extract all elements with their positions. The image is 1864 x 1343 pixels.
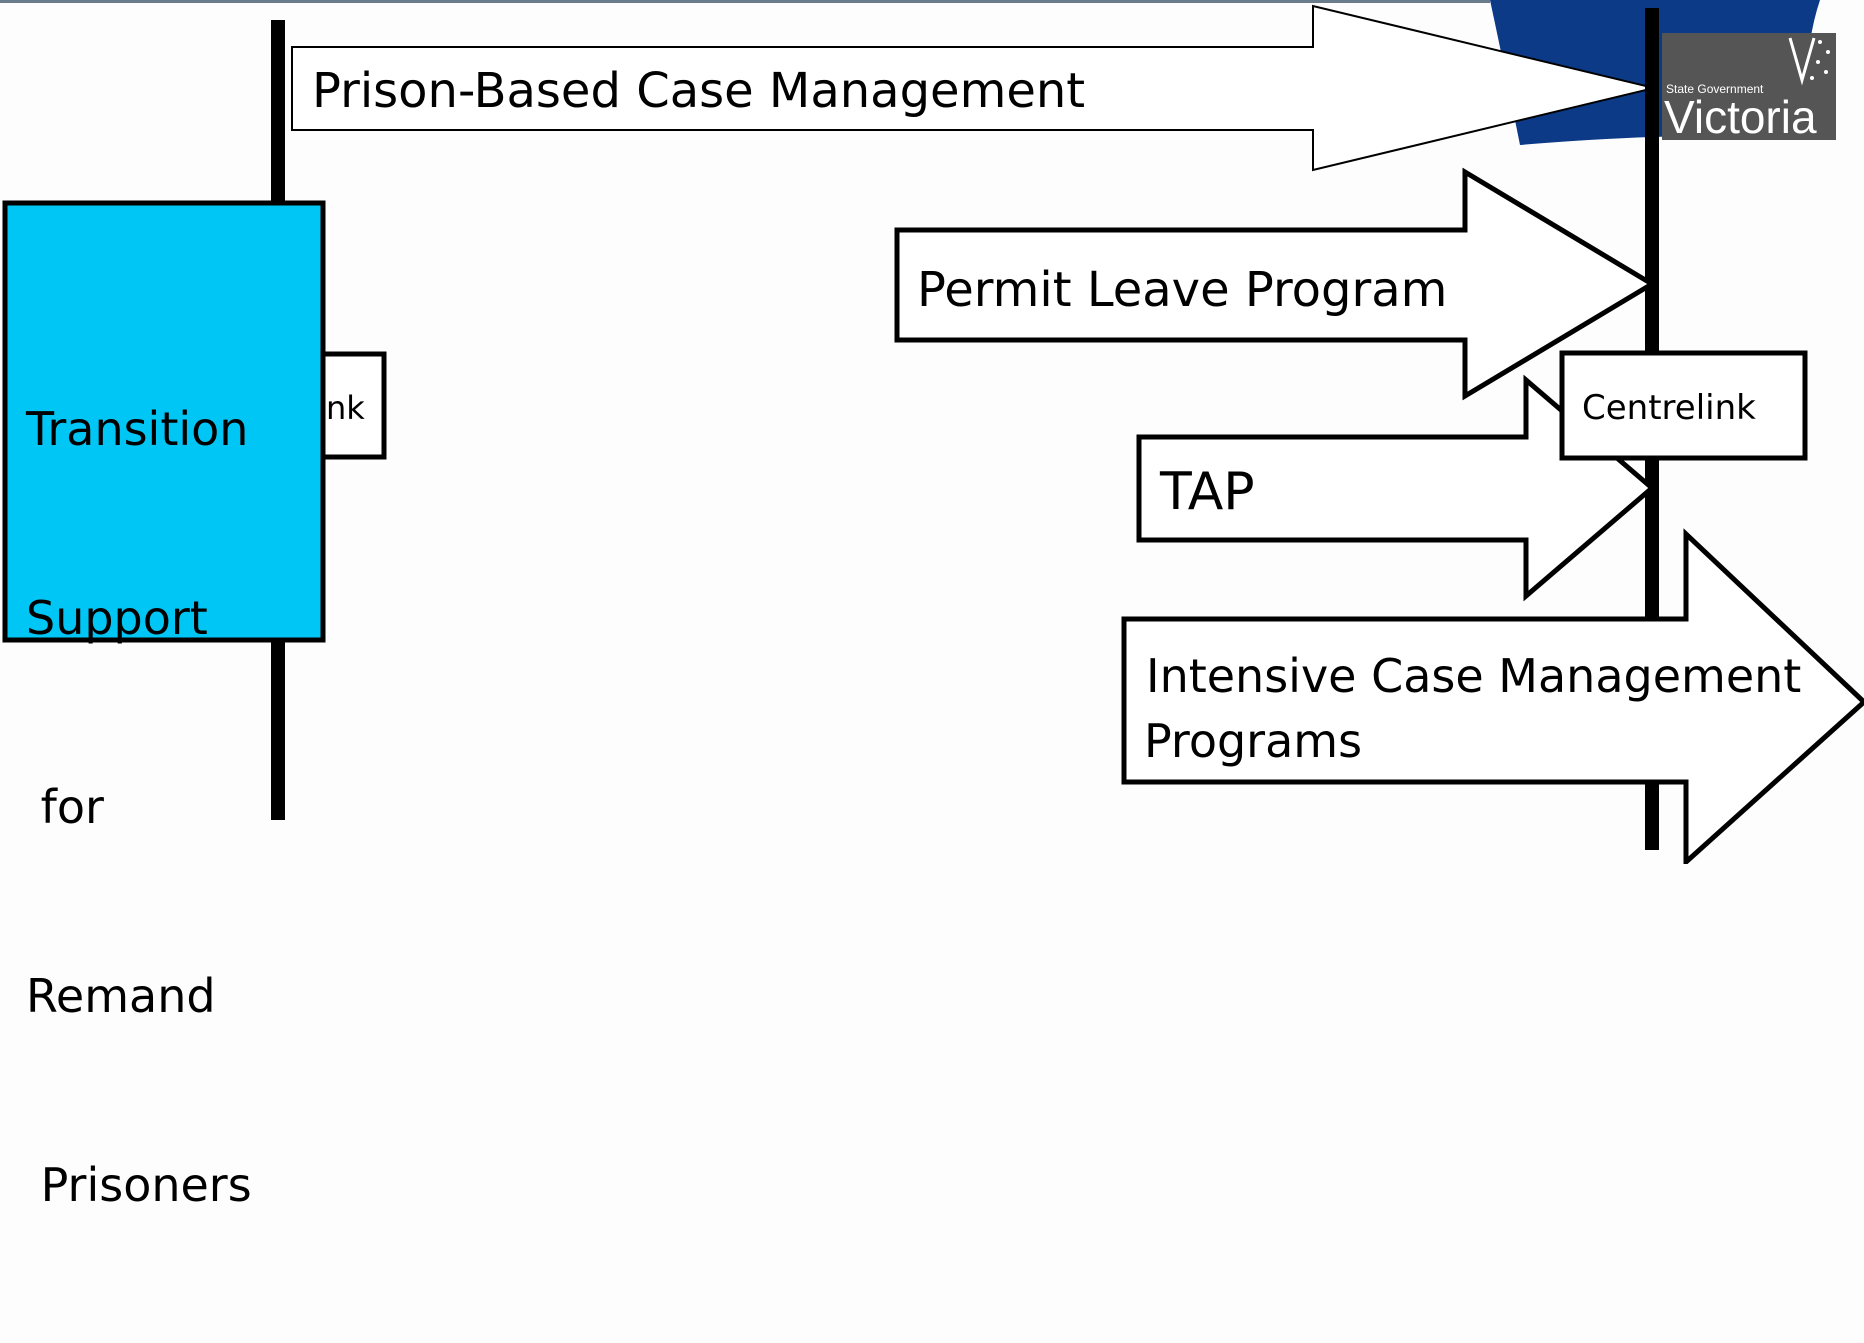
logo-tick <box>1788 37 1816 86</box>
centrelink-box-right <box>1559 350 1808 461</box>
logo-line1: State Government <box>1666 82 1764 96</box>
label-centrelink-left: nk <box>326 389 365 427</box>
label-centrelink-right: Centrelink <box>1582 388 1756 428</box>
diagram-canvas: State Government Victoria <box>2 0 1864 864</box>
transition-support-line: Support <box>26 591 208 645</box>
diagram-slide: State Government Victoria Prison-Based C… <box>0 0 1864 1212</box>
transition-support-line: Remand <box>26 969 216 1023</box>
transition-support-box <box>2 200 326 643</box>
arrow-tap <box>1136 374 1656 602</box>
logo-star <box>1810 76 1814 80</box>
logo-star <box>1818 40 1822 44</box>
transition-support-text: Transition Support for Remand Prisoners <box>26 272 252 1343</box>
label-tap: TAP <box>1160 462 1255 522</box>
label-intensive-line2: Programs <box>1144 714 1363 768</box>
logo-star <box>1824 70 1828 74</box>
transition-support-line: Prisoners <box>26 1158 252 1212</box>
logo-grey-block <box>1662 33 1836 140</box>
logo-star <box>1826 50 1830 54</box>
arrow-prison-case-management <box>291 4 1655 172</box>
transition-support-line: Transition <box>26 402 249 456</box>
label-intensive-line1: Intensive Case Management <box>1146 649 1802 703</box>
transition-support-line: for <box>26 780 104 834</box>
label-permit-leave: Permit Leave Program <box>917 262 1448 318</box>
arrow-permit-leave <box>894 167 1657 401</box>
top-divider <box>0 0 1490 3</box>
logo-star <box>1816 60 1820 64</box>
logo-line2: Victoria <box>1664 91 1817 143</box>
label-prison-case-management: Prison-Based Case Management <box>312 63 1086 119</box>
arrow-intensive-case-management <box>1121 528 1864 864</box>
